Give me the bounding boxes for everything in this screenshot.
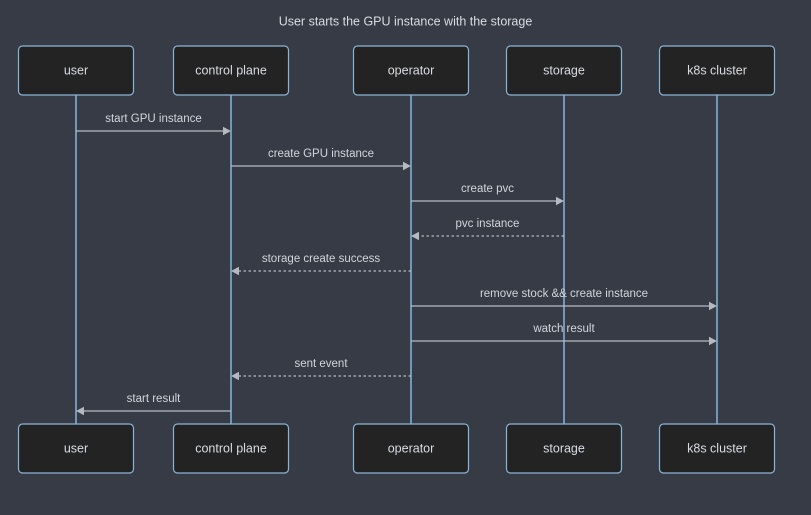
message-label: pvc instance [456,218,520,230]
participant-boxes-bottom: user control plane operator storage k8s clus… [17,423,776,474]
diagram-title: User starts the GPU instance with the st… [279,14,533,28]
participant-label: k8s cluster [687,441,747,455]
message-3: create pvc [411,183,564,206]
message-label: create GPU instance [268,148,374,160]
message-arrowhead [231,371,239,381]
participant-user-bottom[interactable]: user [17,423,135,474]
participant-storage-bottom[interactable]: storage [505,423,623,474]
message-5: storage create success [231,253,411,276]
participant-k8s_cluster-top[interactable]: k8s cluster [658,45,776,96]
participant-label: k8s cluster [687,63,747,77]
participant-box [352,45,470,96]
message-label: remove stock && create instance [480,288,648,300]
message-arrowhead [556,196,564,206]
participant-label: user [64,63,88,77]
participant-label: storage [543,63,585,77]
participant-box [172,45,290,96]
participant-box [352,423,470,474]
participant-label: control plane [195,441,267,455]
participant-control_plane-top[interactable]: control plane [172,45,290,96]
participant-boxes-top: user control plane operator storage k8s clus… [17,45,776,96]
message-label: start result [127,393,181,405]
participant-operator-top[interactable]: operator [352,45,470,96]
message-label: watch result [532,323,595,335]
message-1: start GPU instance [76,113,231,136]
message-arrowhead [403,161,411,171]
participant-k8s_cluster-bottom[interactable]: k8s cluster [658,423,776,474]
message-arrowhead [76,406,84,416]
participant-user-top[interactable]: user [17,45,135,96]
participant-storage-top[interactable]: storage [505,45,623,96]
message-4: pvc instance [411,218,564,241]
message-8: sent event [231,358,411,381]
participant-box [172,423,290,474]
message-label: storage create success [262,253,381,265]
message-arrowhead [709,336,717,346]
participant-box [17,45,135,96]
participant-box [505,423,623,474]
message-arrowhead [223,126,231,136]
participant-label: operator [388,63,435,77]
participant-box [658,45,776,96]
participant-box [17,423,135,474]
participant-label: user [64,441,88,455]
messages-group: start GPU instance create GPU instance cre… [76,113,717,416]
message-label: start GPU instance [105,113,202,125]
participant-control_plane-bottom[interactable]: control plane [172,423,290,474]
message-2: create GPU instance [231,148,411,171]
message-label: create pvc [461,183,514,195]
participant-label: storage [543,441,585,455]
message-7: watch result [411,323,717,346]
participant-operator-bottom[interactable]: operator [352,423,470,474]
message-arrowhead [231,266,239,276]
participant-label: control plane [195,63,267,77]
message-9: start result [76,393,231,416]
participant-label: operator [388,441,435,455]
participant-box [505,45,623,96]
message-arrowhead [709,301,717,311]
message-arrowhead [411,231,419,241]
message-6: remove stock && create instance [411,288,717,311]
message-label: sent event [294,358,348,370]
participant-box [658,423,776,474]
lifelines-group [75,95,718,424]
